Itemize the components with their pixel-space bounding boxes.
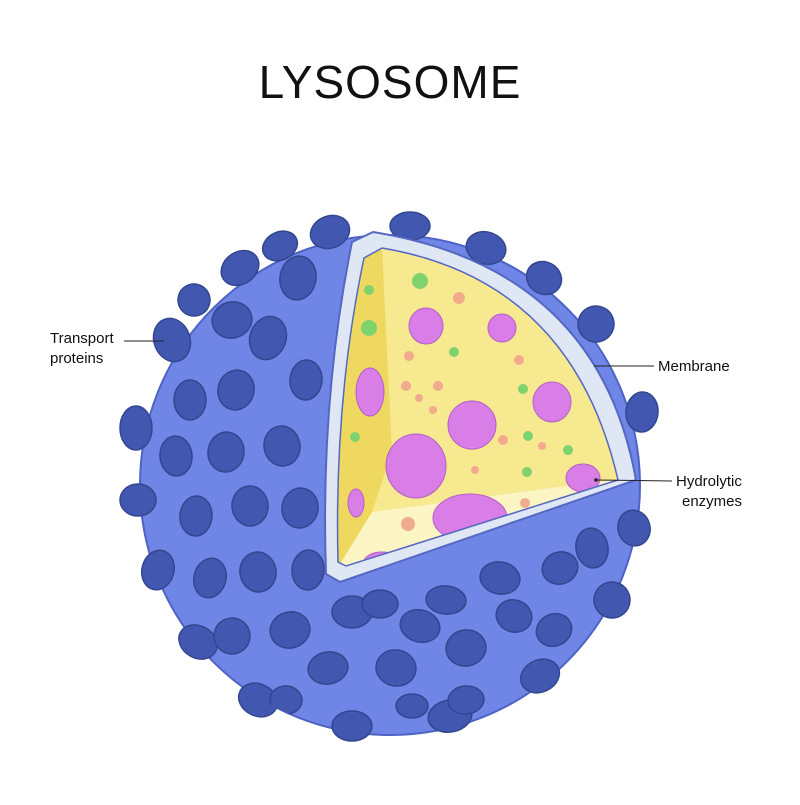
enzyme-icon [361, 320, 377, 336]
enzyme-icon [471, 466, 479, 474]
enzyme-icon [415, 394, 423, 402]
transport-protein-icon [307, 651, 349, 685]
transport-protein-icon [119, 483, 157, 517]
transport-protein-icon [248, 315, 288, 361]
transport-protein-icon [152, 317, 192, 363]
enzyme-icon [498, 435, 508, 445]
enzyme-icon [355, 367, 385, 417]
membrane-label: Membrane [658, 358, 730, 375]
transport-protein-icon [179, 495, 213, 537]
hydrolytic-enzymes-label-line2: enzymes [682, 493, 742, 510]
transport-protein-icon [541, 551, 579, 585]
enzyme-icon [518, 384, 528, 394]
transport-protein-icon [220, 249, 260, 287]
transport-protein-icon [291, 549, 325, 591]
label-hydrolytic-enzymes: Hydrolytic enzymes [594, 473, 742, 510]
transport-protein-icon [495, 599, 533, 633]
transport-protein-icon [331, 710, 373, 742]
enzyme-icon [563, 445, 573, 455]
transport-protein-icon [525, 260, 563, 296]
enzyme-icon [408, 307, 444, 345]
transport-protein-icon [177, 283, 211, 317]
diagram-title: LYSOSOME [259, 56, 522, 108]
transport-protein-icon [361, 589, 399, 619]
transport-protein-icon [309, 214, 351, 250]
enzyme-icon [523, 431, 533, 441]
enzyme-icon [522, 467, 532, 477]
enzyme-icon [514, 355, 524, 365]
transport-protein-icon [178, 624, 218, 660]
transport-protein-icon [192, 557, 228, 599]
transport-protein-icon [261, 230, 299, 262]
transport-protein-icon [207, 431, 245, 473]
enzyme-icon [433, 381, 443, 391]
transport-protein-icon [479, 561, 521, 595]
transport-protein-icon [519, 658, 561, 694]
enzyme-icon [385, 433, 447, 499]
transport-protein-icon [617, 509, 651, 547]
transport-protein-icon [140, 549, 176, 591]
hydrolytic-enzymes-leader [595, 479, 673, 482]
transport-protein-icon [375, 649, 417, 687]
transport-protein-icon [239, 551, 277, 593]
enzyme-icon [364, 285, 374, 295]
transport-protein-icon [625, 391, 659, 433]
enzyme-icon [429, 406, 437, 414]
transport-protein-icon [173, 379, 207, 421]
transport-protein-icon [535, 612, 573, 648]
transport-protein-icon [575, 527, 609, 569]
transport-protein-icon [577, 305, 615, 343]
enzyme-icon [532, 381, 572, 423]
label-transport-proteins: Transport proteins [50, 330, 164, 367]
enzyme-icon [453, 292, 465, 304]
transport-proteins-label-line2: proteins [50, 350, 103, 367]
enzyme-icon [412, 273, 428, 289]
transport-protein-icon [237, 682, 279, 718]
transport-protein-icon [263, 425, 301, 467]
transport-protein-icon [231, 485, 269, 527]
enzyme-icon [404, 351, 414, 361]
transport-protein-icon [281, 487, 319, 529]
transport-protein-icon [217, 369, 255, 411]
transport-protein-icon [289, 359, 323, 401]
hydrolytic-enzymes-pointer-dot [594, 478, 598, 482]
transport-proteins-surface [159, 255, 609, 719]
transport-protein-icon [269, 611, 311, 649]
enzyme-icon [449, 347, 459, 357]
transport-protein-icon [399, 608, 441, 644]
transport-protein-icon [425, 585, 467, 615]
transport-protein-icon [159, 435, 193, 477]
enzyme-icon [347, 488, 365, 518]
transport-protein-icon [465, 230, 507, 266]
label-membrane: Membrane [594, 358, 730, 375]
transport-protein-icon [445, 629, 487, 667]
transport-proteins-outer [119, 211, 659, 742]
transport-protein-icon [395, 693, 429, 719]
hydrolytic-enzymes-large [347, 307, 601, 566]
transport-proteins-label-line1: Transport [50, 330, 114, 347]
transport-protein-icon [593, 581, 631, 619]
enzyme-icon [350, 432, 360, 442]
enzyme-icon [520, 498, 530, 508]
transport-protein-icon [213, 617, 251, 655]
transport-protein-icon [119, 405, 153, 451]
transport-protein-icon [279, 255, 317, 301]
enzyme-icon [401, 381, 411, 391]
transport-protein-icon [447, 685, 485, 715]
enzyme-icon [401, 517, 415, 531]
transport-protein-icon [211, 301, 253, 339]
enzyme-icon [538, 442, 546, 450]
hydrolytic-enzymes-small [350, 273, 573, 557]
hydrolytic-enzymes-label-line1: Hydrolytic [676, 473, 742, 490]
enzyme-icon [447, 400, 497, 450]
enzyme-icon [487, 313, 517, 343]
